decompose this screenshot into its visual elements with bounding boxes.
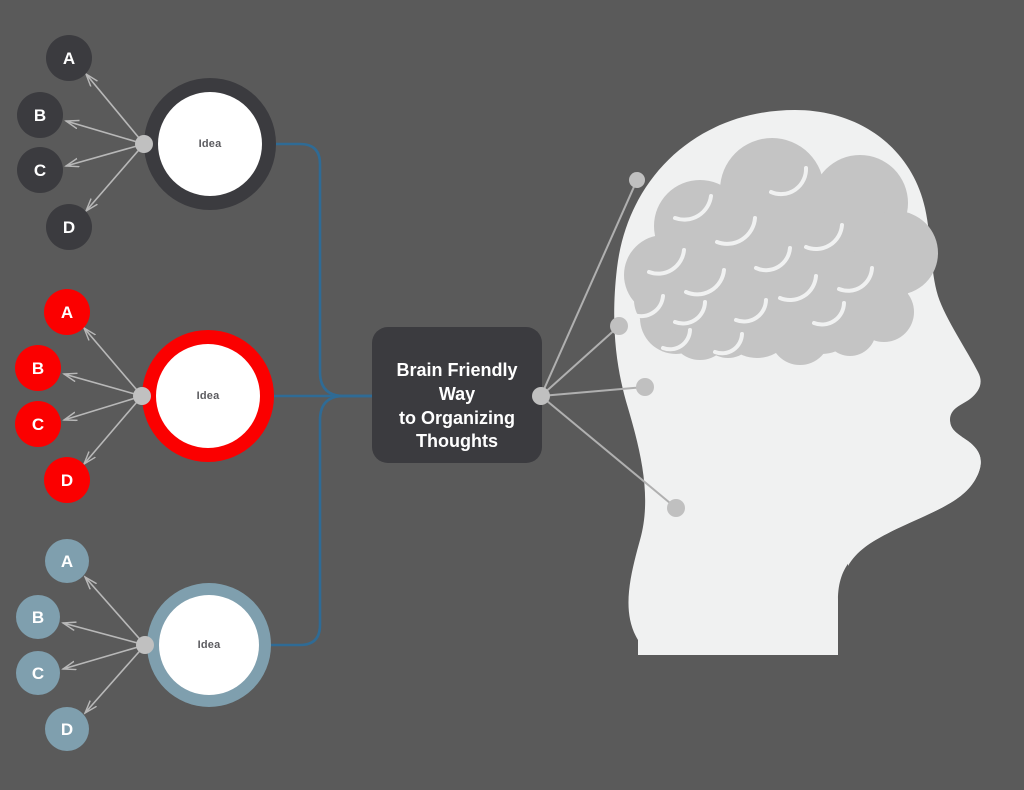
idea-to-center-connectors [271,142,372,647]
brain-hub-node[interactable] [532,387,550,405]
cluster-dark[interactable] [17,35,276,250]
node-teal-d[interactable] [45,707,89,751]
head-line-1 [540,179,638,397]
head-connector-lines [540,179,677,509]
idea-core-dark[interactable] [158,92,262,196]
head-dot-4[interactable] [667,499,685,517]
node-red-c[interactable] [15,401,61,447]
cluster-teal-arrows [63,577,146,713]
head-dot-1[interactable] [629,172,645,188]
idea-core-red[interactable] [156,344,260,448]
node-red-b[interactable] [15,345,61,391]
connector-teal [271,394,372,647]
node-dark-a[interactable] [46,35,92,81]
connector-dark [276,142,372,398]
node-dark-d[interactable] [46,204,92,250]
head-line-2 [540,325,620,397]
cluster-red-arrows [64,328,143,464]
center-box[interactable] [372,327,542,463]
node-teal-b[interactable] [16,595,60,639]
node-dark-b[interactable] [17,92,63,138]
face-lower [848,420,981,566]
node-red-a[interactable] [44,289,90,335]
cluster-red-hub[interactable] [133,387,151,405]
node-teal-c[interactable] [16,651,60,695]
head-dot-2[interactable] [610,317,628,335]
cluster-dark-arrows [66,74,145,211]
head-silhouette [614,110,981,655]
node-red-d[interactable] [44,457,90,503]
cluster-teal-hub[interactable] [136,636,154,654]
brain-shape [624,138,938,365]
brain-sulci [632,166,874,356]
head-line-3 [540,386,646,397]
cluster-teal[interactable] [16,539,271,751]
head-line-4 [540,395,677,509]
idea-core-teal[interactable] [159,595,259,695]
cluster-dark-hub[interactable] [135,135,153,153]
node-teal-a[interactable] [45,539,89,583]
head-dot-3[interactable] [636,378,654,396]
cluster-red[interactable] [15,289,274,503]
node-dark-c[interactable] [17,147,63,193]
